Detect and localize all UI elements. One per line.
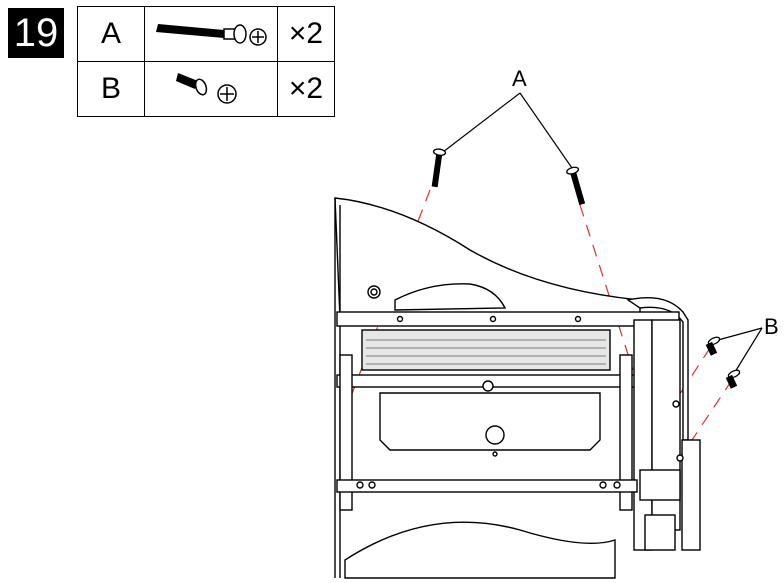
step-number: 19 xyxy=(8,8,64,58)
part-letter: B xyxy=(77,61,145,117)
part-quantity: ×2 xyxy=(277,6,335,62)
parts-row-a: A ×2 xyxy=(77,6,335,62)
treadmill-frame xyxy=(334,197,701,579)
screw-a-right-icon xyxy=(566,166,586,206)
short-screw-icon xyxy=(176,73,237,104)
screw-b-top-icon xyxy=(705,336,721,356)
long-screw-icon xyxy=(156,24,267,46)
parts-table: A ×2 B ×2 xyxy=(77,6,335,117)
part-quantity: ×2 xyxy=(277,61,335,117)
parts-row-b: B ×2 xyxy=(77,61,335,117)
part-letter: A xyxy=(77,6,145,62)
callout-a-leaders xyxy=(442,92,573,169)
screw-b-bottom-icon xyxy=(725,369,741,389)
callout-b-leaders xyxy=(717,327,763,373)
callout-b-label: B xyxy=(764,314,779,339)
callout-a-label: A xyxy=(512,66,527,91)
screw-a-left-icon xyxy=(431,148,447,188)
